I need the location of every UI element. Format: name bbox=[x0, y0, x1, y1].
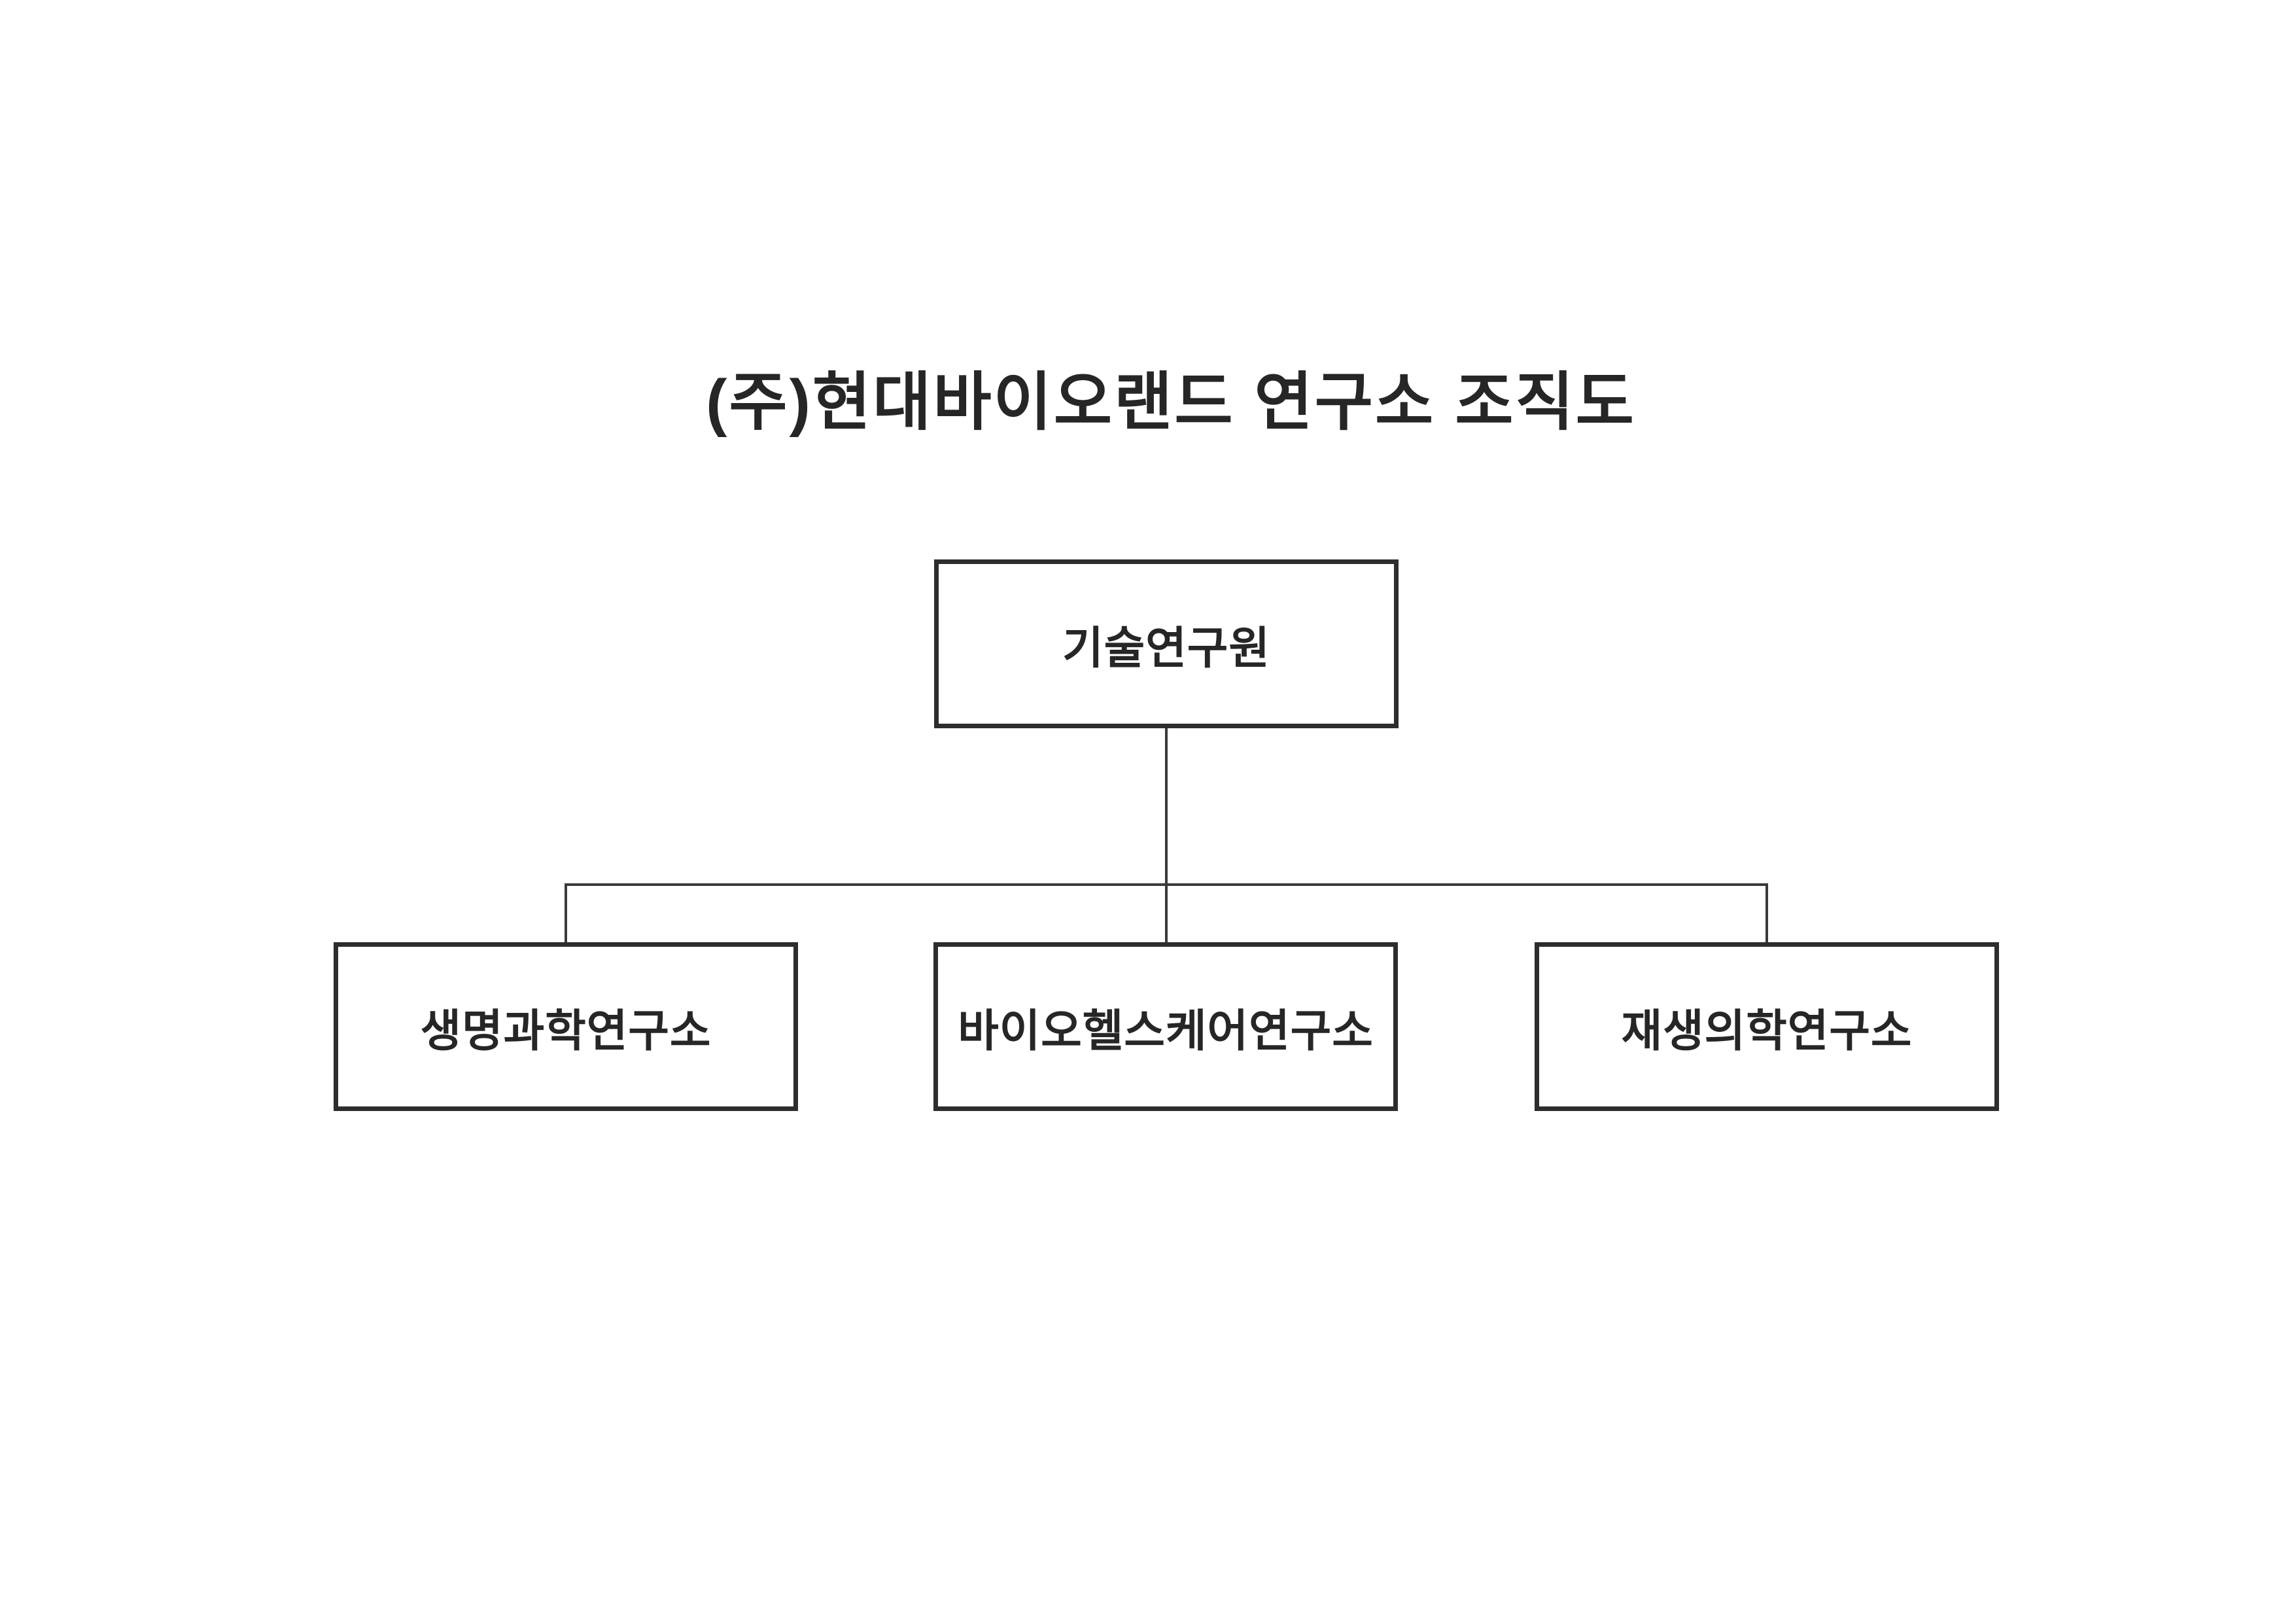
connector-right-vertical-line bbox=[1765, 883, 1768, 944]
org-node-label: 기술연구원 bbox=[1062, 623, 1270, 673]
org-node-bio-healthcare-research-institute: 바이오헬스케어연구소 bbox=[933, 942, 1398, 1111]
org-node-technology-research-institute: 기술연구원 bbox=[934, 559, 1399, 728]
connector-horizontal-line bbox=[565, 883, 1768, 886]
org-node-label: 바이오헬스케어연구소 bbox=[958, 1006, 1374, 1056]
connector-root-vertical-line bbox=[1165, 728, 1168, 944]
org-node-regenerative-medicine-research-institute: 재생의학연구소 bbox=[1535, 942, 1999, 1111]
org-node-label: 재생의학연구소 bbox=[1621, 1006, 1913, 1056]
org-node-life-science-research-institute: 생명과학연구소 bbox=[334, 942, 798, 1111]
page-title: (주)현대바이오랜드 연구소 조직도 bbox=[706, 366, 1636, 438]
connector-left-vertical-line bbox=[565, 883, 567, 944]
org-node-label: 생명과학연구소 bbox=[420, 1006, 712, 1056]
